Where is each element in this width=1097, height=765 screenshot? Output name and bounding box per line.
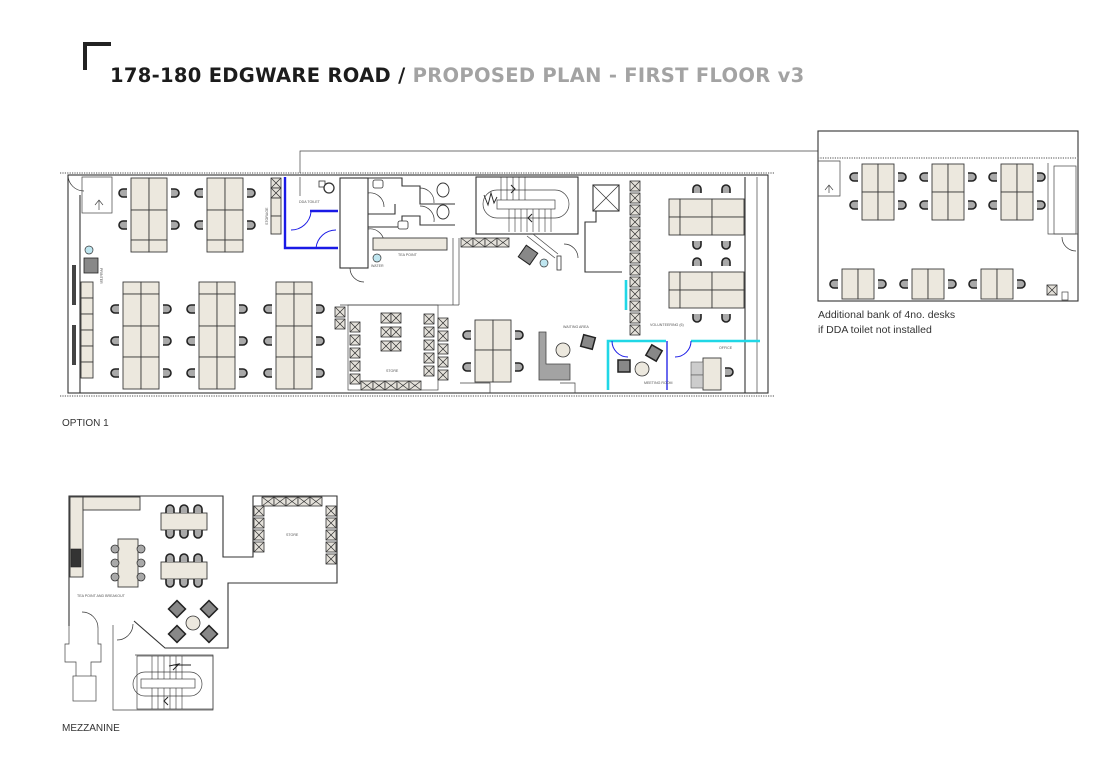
- mezzanine-caption: MEZZANINE: [62, 723, 120, 734]
- label-volunteering: VOLUNTEERING (6): [650, 323, 684, 327]
- page-title: 178-180 EDGWARE ROAD / PROPOSED PLAN - F…: [110, 64, 805, 87]
- label-water: WATER: [371, 264, 384, 268]
- meeting-room: MEETING ROOM: [606, 339, 760, 390]
- label-waiting-area: WAITING AREA: [563, 325, 589, 329]
- right-storage-column: [629, 180, 641, 336]
- store-room: STORE: [334, 304, 449, 391]
- left-storage: [80, 281, 94, 379]
- desk-bank: [110, 281, 172, 390]
- option1-plan: PRINTER: [60, 150, 818, 397]
- desk-bank: [462, 319, 524, 383]
- desk-bank: [186, 281, 248, 390]
- desk-bank: [988, 163, 1046, 221]
- label-tea-point: TEA POINT: [398, 253, 418, 257]
- title-corner-mark: [83, 42, 111, 70]
- alternative-note-line1: Additional bank of 4no. desks: [818, 309, 956, 321]
- wc-core: TEA POINT WATER: [339, 177, 455, 283]
- alternative-note-line2: if DDA toilet not installed: [818, 324, 932, 336]
- desk-bank: [194, 177, 256, 253]
- desk-bank: [263, 281, 325, 390]
- central-storage-row: [460, 237, 510, 248]
- desk-bank: [829, 268, 1026, 300]
- label-tea-point-breakout: TEA POINT AND BREAKOUT: [77, 594, 126, 598]
- alternative-note: Additional bank of 4no. desks if DDA toi…: [818, 308, 955, 338]
- desk-bank: [668, 184, 745, 250]
- label-meeting-room: MEETING ROOM: [644, 381, 673, 385]
- label-office: OFFICE: [719, 346, 733, 350]
- lift: [584, 184, 622, 273]
- title-plan-name: PROPOSED PLAN - FIRST FLOOR v3: [412, 64, 805, 87]
- label-storage: STORAGE: [265, 207, 269, 225]
- reception: [517, 233, 579, 271]
- title-separator: /: [391, 64, 413, 87]
- title-address: 178-180 EDGWARE ROAD: [110, 64, 391, 87]
- label-dda-toilet: DDA TOILET: [299, 200, 321, 204]
- office: OFFICE: [690, 346, 734, 391]
- dda-toilet: DDA TOILET: [283, 177, 338, 250]
- desk-bank: [919, 163, 977, 221]
- desk-bank: [668, 257, 745, 323]
- desk-bank: [849, 163, 907, 221]
- label-printer: PRINTER: [99, 268, 103, 284]
- option1-caption: OPTION 1: [62, 418, 109, 429]
- desk-bank: [118, 177, 180, 253]
- label-mezzanine-store: STORE: [286, 533, 299, 537]
- storage-column: [270, 177, 282, 235]
- label-store: STORE: [386, 369, 399, 373]
- alternative-layout: [817, 130, 1079, 302]
- mezzanine-plan: TEA POINT AND BREAKOUT STORE: [64, 495, 338, 711]
- staircase: [475, 176, 579, 235]
- waiting-area: WAITING AREA: [538, 325, 597, 381]
